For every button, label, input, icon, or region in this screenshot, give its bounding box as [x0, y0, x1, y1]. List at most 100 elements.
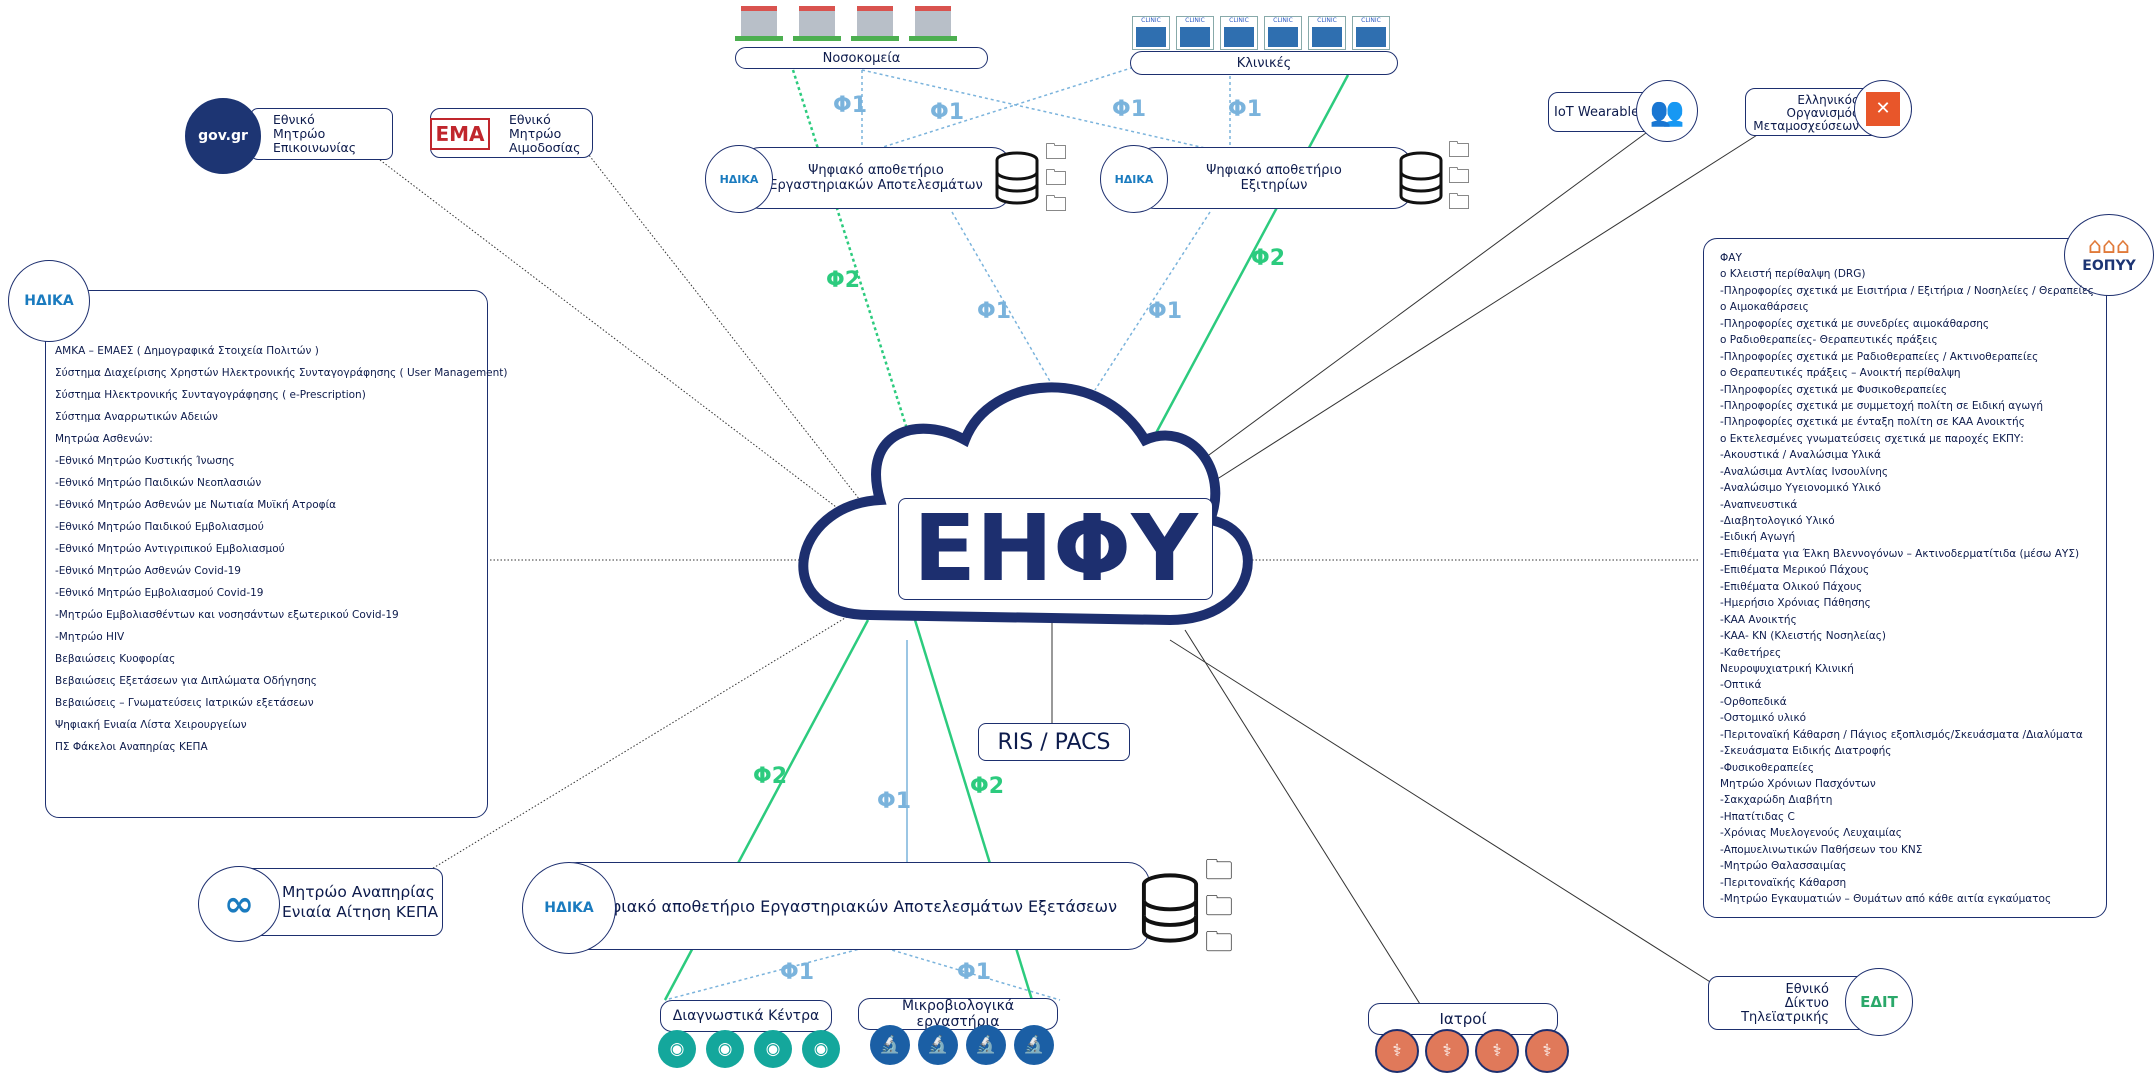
hospitals-label-box: Νοσοκομεία	[735, 47, 988, 69]
people-group-icon: 👥	[1636, 80, 1698, 142]
ris-pacs-label: RIS / PACS	[997, 729, 1111, 755]
stethoscope-icon: ⚕	[1375, 1029, 1419, 1073]
clinic-icon: CLINIC	[1176, 16, 1214, 50]
ema-logo: ΕΜΑ	[430, 106, 490, 162]
diagnostic-centers: Διαγνωστικά Κέντρα	[660, 1000, 832, 1032]
repo-lab-top-line1: Ψηφιακό αποθετήριο	[808, 163, 944, 178]
hdika-logo: ΗΔΙΚΑ	[705, 145, 773, 213]
list-item: Μητρώα Ασθενών:	[55, 433, 153, 445]
phi1-label: Φ1	[1148, 299, 1183, 324]
database-icon	[1141, 873, 1199, 943]
list-item: -Πληροφορίες σχετικά με συμμετοχή πολίτη…	[1720, 399, 2044, 412]
list-item: -Εθνικό Μητρώο Ασθενών με Νωτιαία Μυϊκή …	[55, 499, 337, 511]
microscope-icon: 🔬	[870, 1025, 910, 1065]
list-item: -Σακχαρώδη Διαβήτη	[1720, 794, 1833, 807]
repo-lab-results-bottom: Ψηφιακό αποθετήριο Εργαστηριακών Αποτελε…	[555, 862, 1150, 950]
microscope-icon: 🔬	[966, 1025, 1006, 1065]
list-item: -Αναλώσιμο Υγειονομικό Υλικό	[1720, 482, 1881, 495]
microscope-icons: 🔬 🔬 🔬 🔬	[870, 1025, 1054, 1065]
phi1-label: Φ1	[977, 299, 1012, 324]
list-item: -ΚΑΑ- ΚΝ (Κλειστής Νοσηλείας)	[1720, 630, 1887, 643]
list-item: -Απομυελινωτικών Παθήσεων του ΚΝΣ	[1720, 843, 1923, 856]
list-item: -Πληροφορίες σχετικά με ένταξη πολίτη σε…	[1720, 416, 2025, 429]
list-item: o Εκτελεσμένες γνωματεύσεις σχετικά με π…	[1720, 432, 2024, 445]
phi1-label: Φ1	[1112, 97, 1147, 122]
list-item: Ψηφιακή Ενιαία Λίστα Χειρουργείων	[55, 719, 247, 731]
list-item: -Πληροφορίες σχετικά με Ραδιοθεραπείες /…	[1720, 350, 2039, 363]
folder-icons: 🗀🗀🗀	[1205, 853, 1234, 958]
clinic-icon: CLINIC	[1264, 16, 1302, 50]
hdika-logo: ΗΔΙΚΑ	[8, 260, 90, 342]
stethoscope-icon: ⚕	[1475, 1029, 1519, 1073]
list-item: -Περιτοναϊκή Κάθαρση / Πάγιος εξοπλισμός…	[1720, 728, 2083, 741]
list-item: -ΚΑΑ Ανοικτής	[1720, 613, 1797, 626]
phi2-label: Φ2	[826, 268, 861, 293]
list-item: -Οπτικά	[1720, 679, 1762, 692]
list-item: Σύστημα Διαχείρισης Χρηστών Ηλεκτρονικής…	[55, 367, 508, 379]
hdika-logo: ΗΔΙΚΑ	[522, 862, 616, 954]
list-item: -Επιθέματα Μερικού Πάχους	[1720, 564, 1870, 577]
folder-icons: 🗀🗀🗀	[1045, 140, 1068, 217]
microscope-icon: 🔬	[918, 1025, 958, 1065]
phi1-label: Φ1	[833, 93, 868, 118]
list-item: -Φυσικοθεραπείες	[1720, 761, 1815, 774]
clinics-label: Κλινικές	[1236, 55, 1292, 71]
list-item: -Σκευάσματα Ειδικής Διατροφής	[1720, 745, 1892, 758]
list-item: -Πληροφορίες σχετικά με Εισιτήρια / Εξιτ…	[1720, 284, 2094, 297]
doctors: Ιατροί	[1368, 1003, 1558, 1035]
list-item: -Αναπνευστικά	[1720, 498, 1798, 511]
clinic-icon: CLINIC	[1132, 16, 1170, 50]
repo-discharges-line1: Ψηφιακό αποθετήριο	[1206, 163, 1342, 178]
phi1-label: Φ1	[957, 960, 992, 985]
clinic-buildings: CLINIC CLINIC CLINIC CLINIC CLINIC CLINI…	[1132, 16, 1390, 50]
clinics-label-box: Κλινικές	[1130, 51, 1398, 75]
hospital-icon	[735, 5, 783, 41]
eopyy-panel	[1703, 238, 2107, 918]
list-item: -Περιτοναϊκής Κάθαρση	[1720, 876, 1847, 889]
list-item: -Εθνικό Μητρώο Ασθενών Covid-19	[55, 565, 241, 577]
phi2-label: Φ2	[970, 774, 1005, 799]
hdika-systems-list: ΑΜΚΑ – ΕΜΑΕΣ ( Δημογραφικά Στοιχεία Πολι…	[55, 340, 508, 758]
list-item: ΑΜΚΑ – ΕΜΑΕΣ ( Δημογραφικά Στοιχεία Πολι…	[55, 345, 319, 357]
transplant-logo: ✕	[1854, 80, 1912, 138]
hospital-buildings	[735, 5, 957, 41]
phi1-label: Φ1	[1228, 97, 1263, 122]
hdika-logo: ΗΔΙΚΑ	[1100, 145, 1168, 213]
list-item: Βεβαιώσεις – Γνωματεύσεις Ιατρικών εξετά…	[55, 697, 314, 709]
list-item: ΠΣ Φάκελοι Αναπηρίας ΚΕΠΑ	[55, 741, 208, 753]
database-icon	[995, 151, 1039, 205]
repo-discharges: Ψηφιακό αποθετήριο Εξιτηρίων	[1135, 147, 1413, 209]
stethoscope-icons: ⚕ ⚕ ⚕ ⚕	[1375, 1029, 1569, 1073]
list-item: -Επιθέματα για Έλκη Βλεννογόνων – Ακτινο…	[1720, 547, 2080, 560]
hospital-icon	[909, 5, 957, 41]
eopyy-logo: ⌂⌂⌂ ΕΟΠΥΥ	[2064, 214, 2154, 296]
repo-discharges-line2: Εξιτηρίων	[1240, 178, 1308, 193]
database-icon	[1399, 151, 1443, 205]
list-item: -Ηπατίτιδας C	[1720, 810, 1795, 823]
repo-lab-results-top: Ψηφιακό αποθετήριο Εργαστηριακών Αποτελε…	[740, 147, 1012, 209]
telemedicine-network: Εθνικό Δίκτυο Τηλεϊατρικής	[1708, 976, 1868, 1030]
communication-registry: Εθνικό Μητρώο Επικοινωνίας	[250, 108, 393, 160]
list-item: -Αναλώσιμα Αντλίας Ινσουλίνης	[1720, 465, 1889, 478]
list-item: ΦΑΥ	[1720, 252, 1742, 264]
list-item: -Οστομικό υλικό	[1720, 712, 1807, 725]
list-item: -Πληροφορίες σχετικά με Φυσικοθεραπείες	[1720, 383, 1948, 396]
list-item: o Αιμοκαθάρσεις	[1720, 301, 1809, 314]
list-item: Σύστημα Ηλεκτρονικής Συνταγογράφησης ( e…	[55, 389, 366, 401]
phi1-label: Φ1	[877, 789, 912, 814]
microscope-icon: 🔬	[1014, 1025, 1054, 1065]
phi2-label: Φ2	[1251, 246, 1286, 271]
list-item: -Εθνικό Μητρώο Παιδικών Νεοπλασιών	[55, 477, 262, 489]
stethoscope-icon: ⚕	[1425, 1029, 1469, 1073]
diagnostic-icons: ◉ ◉ ◉ ◉	[658, 1030, 840, 1068]
phi1-label: Φ1	[780, 960, 815, 985]
list-item: Σύστημα Αναρρωτικών Αδειών	[55, 411, 218, 423]
list-item: Νευροψυχιατρική Κλινική	[1720, 662, 1854, 675]
hospital-icon	[793, 5, 841, 41]
list-item: -Εθνικό Μητρώο Εμβολιασμού Covid-19	[55, 587, 264, 599]
phi1-label: Φ1	[930, 100, 965, 125]
list-item: -Μητρώο HIV	[55, 631, 125, 643]
list-item: -Μητρώο Εγκαυματιών – Θυμάτων από κάθε α…	[1720, 893, 2052, 906]
list-item: -Μητρώο Θαλασσαιμίας	[1720, 860, 1847, 873]
